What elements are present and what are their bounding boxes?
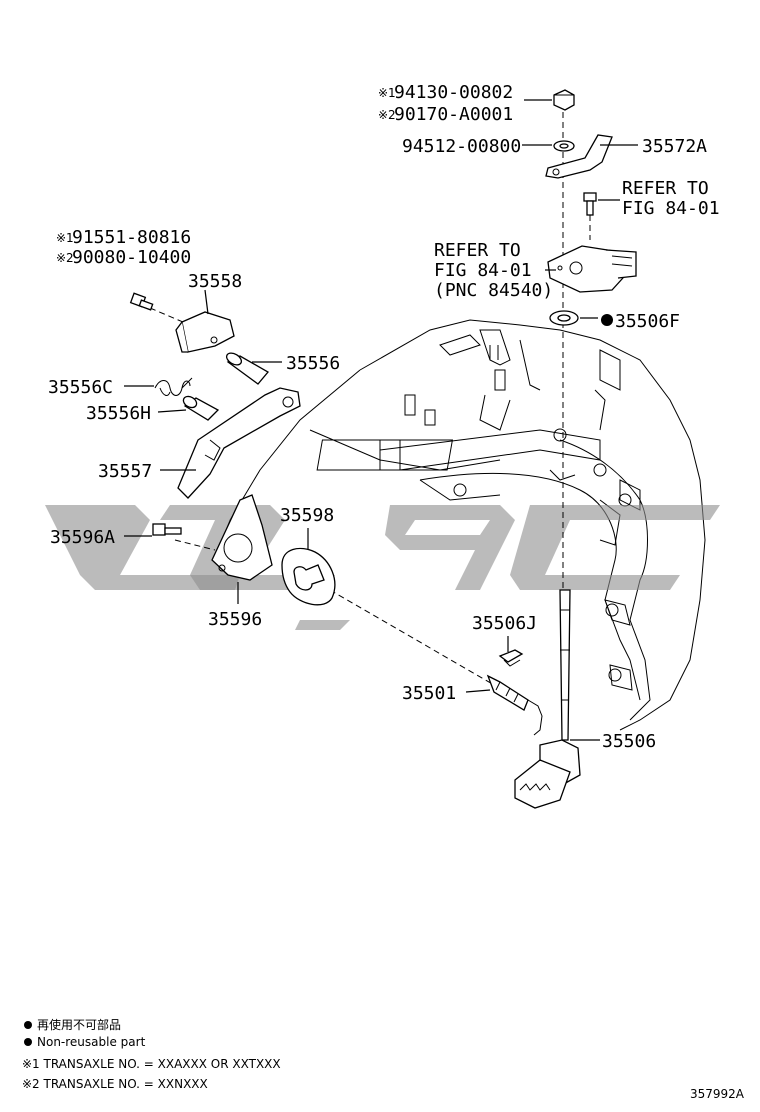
- upper-pin-label[interactable]: 35556: [286, 353, 340, 374]
- bolt-alt2-label[interactable]: 90080-10400: [72, 247, 191, 268]
- bolt-alt1-label[interactable]: 91551-80816: [72, 227, 191, 248]
- detent-bolt-part[interactable]: [152, 523, 182, 536]
- figure-id: 357992A: [690, 1087, 745, 1101]
- shaft-pin-label[interactable]: 35501: [402, 683, 456, 704]
- legend-line1: 再使用不可部品: [37, 1017, 121, 1032]
- legend-dot-icon-2: [24, 1038, 32, 1046]
- refer-mid-line2[interactable]: FIG 84-01: [434, 260, 532, 281]
- spring-label[interactable]: 35556C: [48, 377, 113, 398]
- spring-part[interactable]: [154, 377, 193, 396]
- washer-part[interactable]: [553, 140, 575, 152]
- shaft-pin-part[interactable]: [486, 674, 543, 736]
- manual-lever-part[interactable]: [177, 387, 301, 499]
- neutral-switch-part[interactable]: [547, 245, 637, 293]
- lower-pin-part[interactable]: [181, 394, 220, 421]
- detent-spring-part[interactable]: [211, 494, 273, 581]
- refer-top-line1: REFER TO: [622, 178, 709, 199]
- legend-line3: ※1 TRANSAXLE NO. = XXAXXX OR XXTXXX: [22, 1057, 281, 1071]
- sensor-bolt-part[interactable]: [583, 192, 597, 216]
- bolt-alt2-mark: ※2: [56, 251, 74, 265]
- legend-line4: ※2 TRANSAXLE NO. = XXNXXX: [22, 1077, 208, 1091]
- nut-alt2-mark: ※2: [378, 108, 396, 122]
- leader-lines: [124, 99, 638, 741]
- detent-spring-label[interactable]: 35596: [208, 609, 262, 630]
- nut-alt2-label[interactable]: 90170-A0001: [394, 104, 513, 125]
- nut-part[interactable]: [553, 89, 575, 111]
- plate-part[interactable]: [175, 311, 235, 353]
- plate-bolt-part[interactable]: [129, 292, 154, 311]
- cam-label[interactable]: 35598: [280, 505, 334, 526]
- refer-top-line2[interactable]: FIG 84-01: [622, 198, 720, 219]
- plate-label[interactable]: 35558: [188, 271, 242, 292]
- clip-part[interactable]: [498, 649, 524, 667]
- detent-bolt-label[interactable]: 35596A: [50, 527, 115, 548]
- lower-pin-label[interactable]: 35556H: [86, 403, 151, 424]
- upper-pin-part[interactable]: [225, 351, 269, 385]
- bracket-part[interactable]: [545, 134, 613, 179]
- lever-label[interactable]: 35557: [98, 461, 152, 482]
- shaft-label[interactable]: 35506: [602, 731, 656, 752]
- nut-alt1-mark: ※1: [378, 86, 396, 100]
- legend: 再使用不可部品 Non-reusable part ※1 TRANSAXLE N…: [22, 1017, 281, 1091]
- bracket-label[interactable]: 35572A: [642, 136, 707, 157]
- oil-seal-label[interactable]: 35506F: [615, 311, 680, 332]
- clip-label[interactable]: 35506J: [472, 613, 537, 634]
- refer-mid-line1: REFER TO: [434, 240, 521, 261]
- washer-label[interactable]: 94512-00800: [402, 136, 521, 157]
- non-reusable-dot-icon: [601, 314, 613, 326]
- part-labels: ※1 94130-00802 ※2 90170-A0001 94512-0080…: [48, 82, 720, 752]
- manual-shaft-part[interactable]: [514, 589, 581, 809]
- nut-alt1-label[interactable]: 94130-00802: [394, 82, 513, 103]
- oil-seal-part[interactable]: [549, 310, 579, 326]
- cam-part[interactable]: [281, 547, 336, 606]
- refer-mid-line3: (PNC 84540): [434, 280, 553, 301]
- bolt-alt1-mark: ※1: [56, 231, 74, 245]
- legend-dot-icon: [24, 1021, 32, 1029]
- legend-line2: Non-reusable part: [37, 1035, 146, 1049]
